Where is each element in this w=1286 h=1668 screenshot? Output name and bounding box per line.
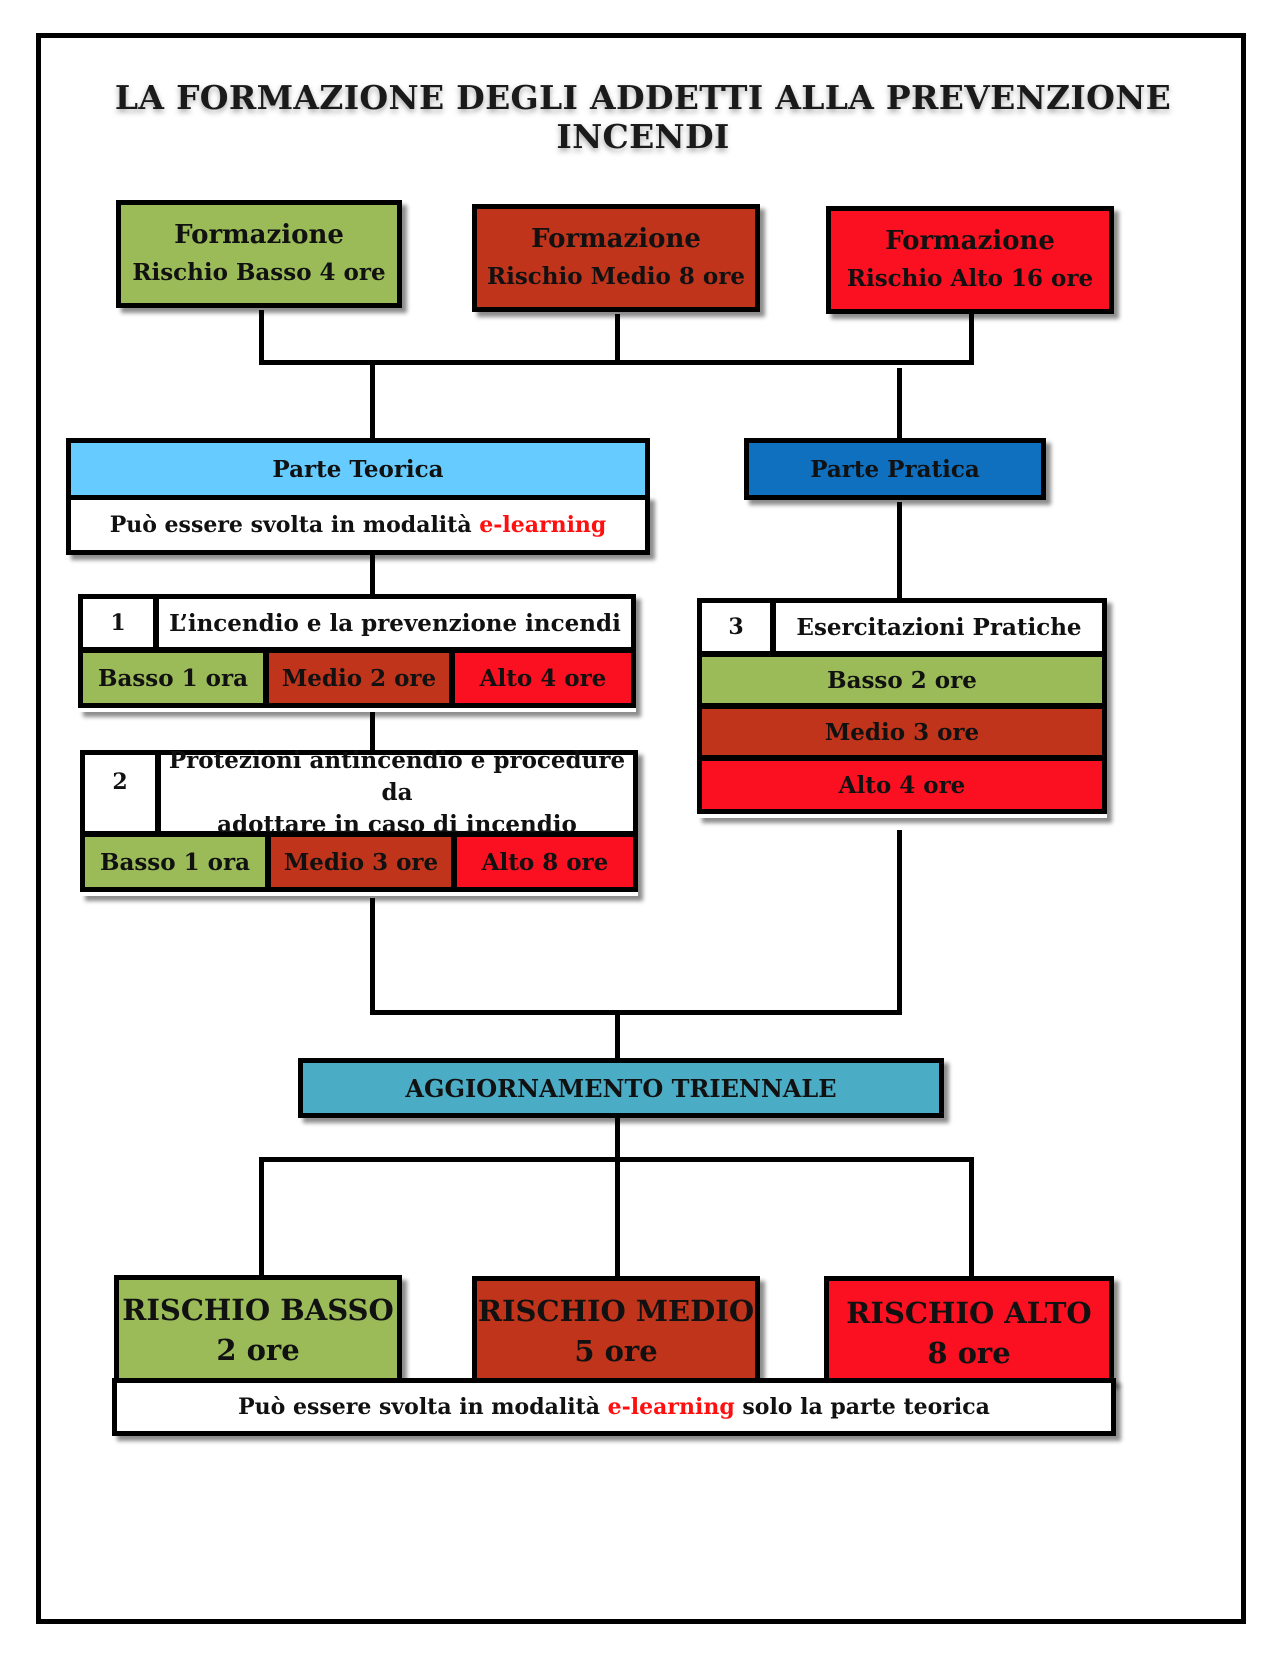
connector-line [259, 1157, 974, 1162]
section-3-basso-text: Basso 2 ore [827, 666, 977, 694]
footer-note-highlight: e-learning [607, 1394, 735, 1420]
connector-line [969, 314, 974, 364]
connector-line [370, 364, 375, 440]
section-1-basso-text: Basso 1 ora [98, 664, 248, 692]
connector-line [897, 368, 902, 440]
section-2: 2 Protezioni antincendio e procedure da … [80, 747, 638, 896]
rischio-medio-title: RISCHIO MEDIO [477, 1294, 755, 1328]
connector-line [897, 502, 902, 598]
rischio-alto-box: RISCHIO ALTO 8 ore [824, 1276, 1114, 1384]
section-1-number: 1 [78, 594, 158, 652]
formazione-medio-title: Formazione [531, 224, 701, 254]
section-3-number: 3 [697, 598, 775, 656]
connector-line [370, 555, 375, 595]
teorica-note-prefix: Può essere svolta in modalità [109, 512, 480, 538]
rischio-basso-box: RISCHIO BASSO 2 ore [114, 1275, 402, 1383]
section-3-number-text: 3 [728, 614, 744, 640]
connector-line [969, 1157, 974, 1278]
formazione-basso-hours: Rischio Basso 4 ore [132, 259, 386, 286]
rischio-alto-title: RISCHIO ALTO [846, 1296, 1092, 1330]
connector-line [259, 310, 264, 364]
formazione-medio-hours: Rischio Medio 8 ore [487, 263, 745, 290]
section-1-medio: Medio 2 ore [264, 648, 454, 708]
section-3-basso: Basso 2 ore [697, 652, 1107, 708]
section-2-number: 2 [80, 750, 160, 836]
section-2-title: Protezioni antincendio e procedure da ad… [156, 747, 638, 838]
parte-pratica-box: Parte Pratica [744, 438, 1046, 500]
section-1-alto: Alto 4 ore [450, 648, 636, 708]
section-3-medio-text: Medio 3 ore [824, 718, 980, 746]
page-frame [36, 33, 1246, 1624]
section-3-title-text: Esercitazioni Pratiche [796, 613, 1082, 641]
rischio-medio-box: RISCHIO MEDIO 5 ore [472, 1276, 760, 1384]
section-1: 1 L’incendio e la prevenzione incendi Ba… [78, 594, 636, 712]
teorica-note-highlight: e-learning [479, 512, 607, 538]
section-3-alto-text: Alto 4 ore [838, 771, 966, 799]
section-1-number-text: 1 [110, 610, 126, 636]
section-2-number-text: 2 [112, 769, 128, 795]
formazione-basso-title: Formazione [174, 220, 344, 250]
connector-line [259, 360, 974, 365]
rischio-basso-hours: 2 ore [216, 1333, 300, 1367]
section-1-alto-text: Alto 4 ore [479, 664, 607, 692]
section-3-title: Esercitazioni Pratiche [771, 598, 1107, 656]
page-title: LA FORMAZIONE DEGLI ADDETTI ALLA PREVENZ… [114, 78, 1172, 156]
section-2-medio: Medio 3 ore [266, 832, 456, 892]
formazione-alto-title: Formazione [885, 226, 1055, 256]
section-2-basso: Basso 1 ora [80, 832, 270, 892]
rischio-medio-hours: 5 ore [574, 1334, 658, 1368]
footer-elearning-note: Può essere svolta in modalità e-learning… [112, 1378, 1116, 1436]
footer-note-suffix: solo la parte teorica [734, 1394, 990, 1420]
teorica-elearning-note: Può essere svolta in modalità e-learning [66, 495, 650, 555]
parte-pratica-label: Parte Pratica [810, 455, 980, 483]
section-1-basso: Basso 1 ora [78, 648, 268, 708]
section-3: 3 Esercitazioni Pratiche Basso 2 ore Med… [697, 598, 1107, 818]
section-2-title-line1: Protezioni antincendio e procedure da [168, 747, 626, 806]
section-2-medio-text: Medio 3 ore [283, 848, 439, 876]
teorica-note-text: Può essere svolta in modalità e-learning [110, 512, 607, 538]
section-1-title-text: L’incendio e la prevenzione incendi [169, 609, 621, 637]
section-3-alto: Alto 4 ore [697, 756, 1107, 814]
footer-note-prefix: Può essere svolta in modalità [238, 1394, 608, 1420]
connector-line [259, 1157, 264, 1277]
connector-line [897, 830, 902, 1015]
connector-line [370, 1010, 902, 1015]
connector-line [370, 898, 375, 1015]
rischio-basso-title: RISCHIO BASSO [122, 1293, 394, 1327]
formazione-basso-box: Formazione Rischio Basso 4 ore [116, 200, 402, 308]
formazione-alto-box: Formazione Rischio Alto 16 ore [826, 206, 1114, 314]
connector-line [370, 712, 375, 752]
aggiornamento-box: AGGIORNAMENTO TRIENNALE [298, 1058, 944, 1118]
parte-teorica-label: Parte Teorica [272, 455, 444, 483]
section-1-title: L’incendio e la prevenzione incendi [154, 594, 636, 652]
formazione-medio-box: Formazione Rischio Medio 8 ore [472, 204, 760, 312]
connector-line [615, 1116, 620, 1278]
formazione-alto-hours: Rischio Alto 16 ore [846, 265, 1094, 292]
section-3-medio: Medio 3 ore [697, 704, 1107, 760]
section-1-medio-text: Medio 2 ore [281, 664, 437, 692]
section-2-alto: Alto 8 ore [452, 832, 638, 892]
aggiornamento-label: AGGIORNAMENTO TRIENNALE [405, 1073, 837, 1103]
parte-teorica-box: Parte Teorica [66, 438, 650, 500]
section-2-alto-text: Alto 8 ore [481, 848, 609, 876]
footer-note-text: Può essere svolta in modalità e-learning… [238, 1394, 990, 1420]
connector-line [615, 314, 620, 364]
section-2-basso-text: Basso 1 ora [100, 848, 250, 876]
connector-line [615, 1014, 620, 1060]
rischio-alto-hours: 8 ore [927, 1336, 1011, 1370]
